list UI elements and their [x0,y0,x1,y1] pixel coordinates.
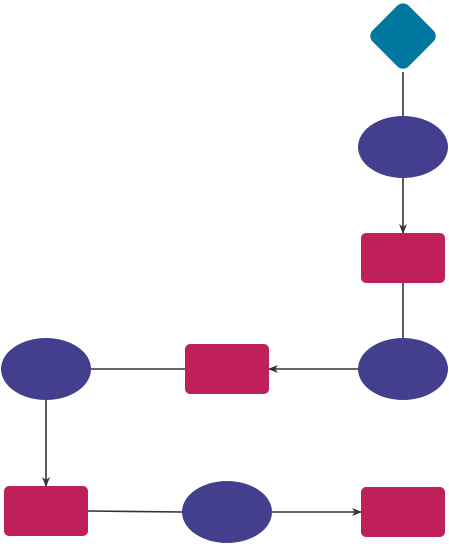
rectangle-shape [4,486,88,536]
diamond-shape [370,3,436,69]
ellipse-shape [1,338,91,400]
node-n7-rectangle [4,486,88,536]
node-n2-ellipse [358,116,448,178]
node-n9-rectangle [361,487,445,537]
rectangle-shape [185,344,269,394]
node-n3-rectangle [361,233,445,283]
ellipse-shape [358,116,448,178]
rectangle-shape [361,487,445,537]
node-n4-ellipse [358,338,448,400]
node-n6-ellipse [1,338,91,400]
node-n1-diamond [370,3,436,69]
ellipse-shape [182,481,272,543]
node-n5-rectangle [185,344,269,394]
ellipse-shape [358,338,448,400]
node-n8-ellipse [182,481,272,543]
rectangle-shape [361,233,445,283]
edge-n7-n8 [87,510,183,513]
edges-layer [42,72,407,516]
